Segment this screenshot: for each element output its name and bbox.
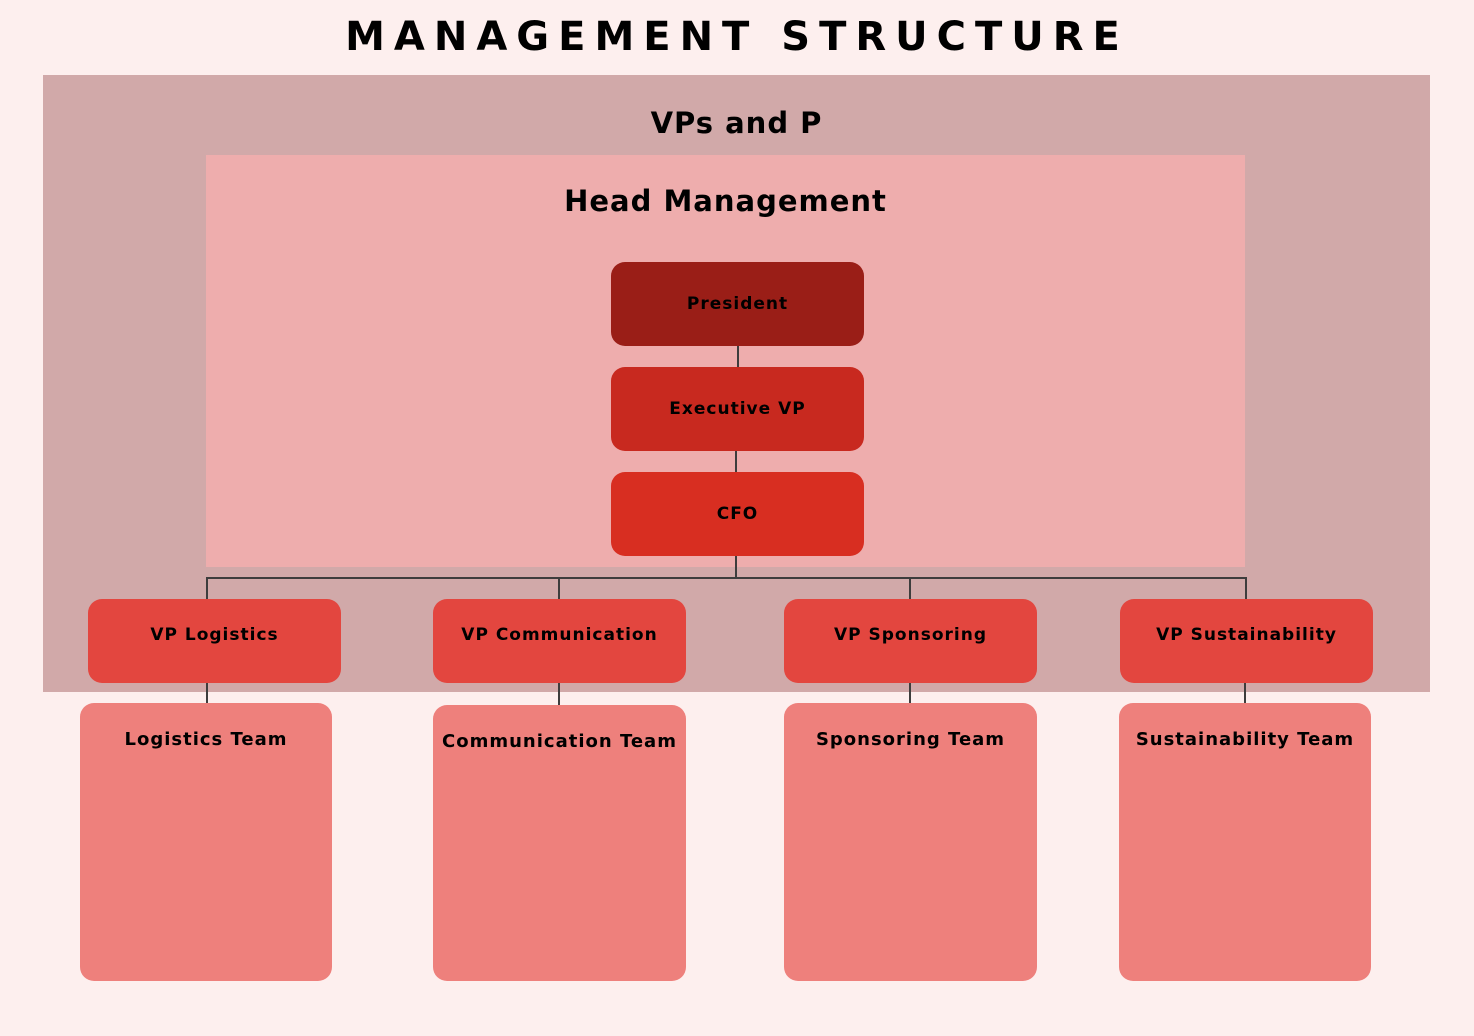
communication-team-node: Communication Team [433,705,686,981]
connector-bus-vp-sponsoring [909,577,911,600]
sponsoring-team-node: Sponsoring Team [784,703,1037,981]
head-management-group-label: Head Management [564,184,887,218]
president-node: President [611,262,864,346]
logistics-team-node: Logistics Team [80,703,332,981]
connector-vp-sponsoring-team [909,682,911,704]
vp-sustainability-label: VP Sustainability [1156,625,1337,645]
president-label: President [686,294,789,314]
sustainability-team-node: Sustainability Team [1119,703,1371,981]
connector-vp-communication-team [558,682,560,706]
executive-vp-label: Executive VP [669,399,806,419]
vp-sponsoring-label: VP Sponsoring [833,625,987,645]
logistics-team-label: Logistics Team [124,729,288,750]
connector-vp-sustainability-team [1244,682,1246,704]
cfo-label: CFO [716,504,759,524]
connector-president-executive [737,346,739,368]
connector-vp-logistics-team [206,682,208,704]
communication-team-label: Communication Team [442,731,677,752]
connector-cfo-bus [735,556,737,578]
page-title: MANAGEMENT STRUCTURE [345,14,1129,60]
vp-communication-label: VP Communication [461,625,658,645]
connector-bus-vp-communication [558,577,560,600]
vps-and-p-group-label: VPs and P [650,106,823,140]
sponsoring-team-label: Sponsoring Team [815,729,1006,750]
vp-logistics-node: VP Logistics [88,599,341,683]
connector-executive-cfo [735,451,737,473]
cfo-node: CFO [611,472,864,556]
connector-bus-vp-sustainability [1245,577,1247,600]
connector-vp-bus [206,577,1247,579]
executive-vp-node: Executive VP [611,367,864,451]
vp-sponsoring-node: VP Sponsoring [784,599,1037,683]
sustainability-team-label: Sustainability Team [1135,729,1355,750]
vp-communication-node: VP Communication [433,599,686,683]
connector-bus-vp-logistics [206,577,208,600]
vp-logistics-label: VP Logistics [150,625,279,645]
vp-sustainability-node: VP Sustainability [1120,599,1373,683]
